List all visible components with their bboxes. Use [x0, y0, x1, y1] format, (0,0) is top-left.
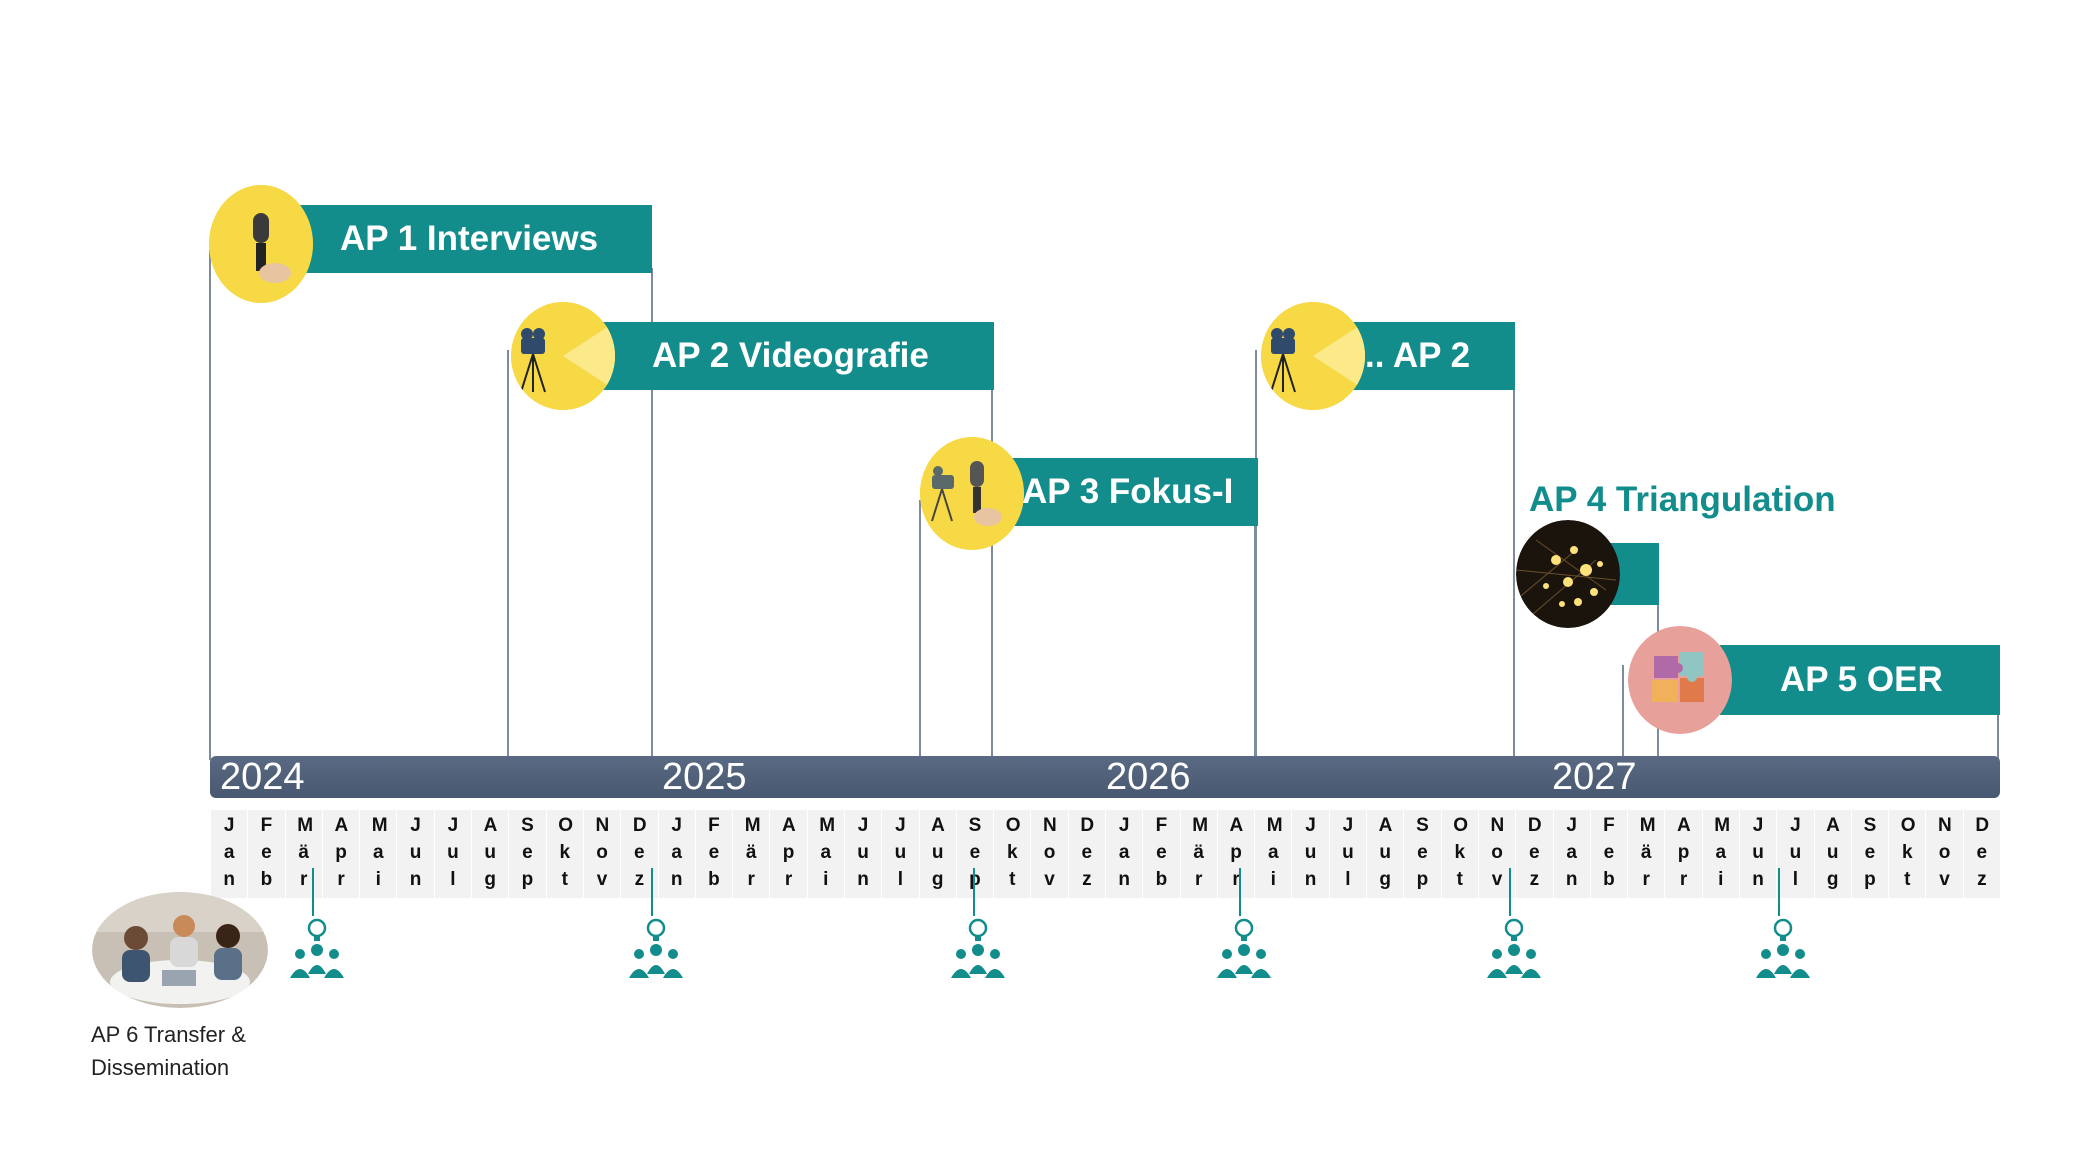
milestone-connector [312, 868, 314, 916]
guide-line [651, 268, 653, 760]
month-cell: Jan [210, 810, 248, 898]
ap6-label: AP 6 Transfer & Dissemination [91, 1018, 246, 1084]
year-label: 2026 [1106, 756, 1191, 798]
guide-line [507, 350, 509, 760]
month-cell: Mai [1254, 810, 1292, 898]
people-idea-icon [1485, 918, 1543, 989]
milestone-connector [1239, 868, 1241, 916]
ap5-label: AP 5 OER [1780, 660, 1943, 699]
milestone-connector [651, 868, 653, 916]
team-meeting-photo [92, 892, 268, 1008]
month-cell: Nov [1030, 810, 1068, 898]
video-camera-icon [511, 302, 615, 410]
ap1-bar: AP 1 Interviews [300, 205, 652, 273]
month-cell: Nov [1477, 810, 1516, 898]
ap1-label: AP 1 Interviews [340, 219, 599, 258]
month-cell: Mär [1179, 810, 1217, 898]
ap4-label: AP 4 Triangulation [1529, 480, 1836, 519]
month-cell: Dez [1962, 810, 2000, 898]
people-idea-icon [949, 918, 1007, 989]
year-timeline-bar: 2024 2025 2026 2027 [210, 756, 2000, 798]
month-cell: Mai [806, 810, 844, 898]
month-cell: Jul [1776, 810, 1814, 898]
month-cell: Sep [508, 810, 546, 898]
guide-line [1254, 522, 1256, 760]
month-cell: Jun [1291, 810, 1329, 898]
ap3-bar: AP 3 Fokus-I [1000, 458, 1258, 526]
fiber-lights-icon [1516, 520, 1620, 628]
month-cell: Mai [1701, 810, 1739, 898]
microphone-icon [209, 185, 313, 303]
month-cell: Aug [471, 810, 509, 898]
guide-line [1997, 715, 1999, 760]
ap6-label-line2: Dissemination [91, 1055, 230, 1080]
month-cell: Aug [1813, 810, 1851, 898]
camera-microphone-icon [920, 437, 1024, 550]
month-cell: Mär [732, 810, 770, 898]
month-cell: Sep [1403, 810, 1441, 898]
guide-line [991, 388, 993, 760]
month-cell: Apr [1216, 810, 1255, 898]
month-cell: Sep [1850, 810, 1889, 898]
ap3-label: AP 3 Fokus-I [1022, 472, 1234, 511]
puzzle-icon [1628, 626, 1732, 734]
ap5-bar: AP 5 OER [1720, 645, 2000, 715]
year-label: 2024 [220, 756, 305, 798]
month-cell: Jun [1738, 810, 1777, 898]
month-cell: Feb [247, 810, 285, 898]
month-cell: Dez [1515, 810, 1553, 898]
month-cell: Feb [694, 810, 733, 898]
people-idea-icon [1754, 918, 1812, 989]
month-cell: Jul [1328, 810, 1367, 898]
month-cell: Aug [1366, 810, 1404, 898]
month-cell: Jun [843, 810, 882, 898]
guide-line [919, 500, 921, 760]
month-cell: Jan [1552, 810, 1590, 898]
month-cell: Dez [1067, 810, 1105, 898]
milestone-connector [1778, 868, 1780, 916]
month-cell: Jul [881, 810, 919, 898]
month-cell: Nov [1925, 810, 1963, 898]
month-cell: Jul [433, 810, 472, 898]
milestone-connector [1509, 868, 1511, 916]
ap2-bar: AP 2 Videografie [600, 322, 994, 390]
month-cell: Jan [1105, 810, 1143, 898]
people-idea-icon [288, 918, 346, 989]
people-idea-icon [1215, 918, 1273, 989]
month-cell: Apr [1664, 810, 1702, 898]
year-label: 2027 [1552, 756, 1637, 798]
month-cell: Jun [396, 810, 434, 898]
month-cell: Mai [359, 810, 397, 898]
guide-line [209, 250, 211, 760]
month-cell: Aug [918, 810, 956, 898]
guide-line [1622, 665, 1624, 760]
ap2b-label: .. AP 2 [1365, 336, 1471, 375]
month-cell: Okt [993, 810, 1031, 898]
month-cell: Okt [1888, 810, 1926, 898]
milestone-connector [973, 868, 975, 916]
month-cell: Sep [955, 810, 994, 898]
month-cell: Feb [1142, 810, 1180, 898]
video-camera-icon [1261, 302, 1365, 410]
ap2-label: AP 2 Videografie [652, 336, 929, 375]
month-cell: Apr [769, 810, 807, 898]
month-cell: Okt [545, 810, 583, 898]
month-cell: Mär [1627, 810, 1665, 898]
guide-line [1255, 350, 1257, 760]
ap2b-bar: .. AP 2 [1345, 322, 1515, 390]
guide-line [1513, 388, 1515, 760]
month-cell: Nov [582, 810, 621, 898]
year-label: 2025 [662, 756, 747, 798]
month-cell: Okt [1440, 810, 1478, 898]
month-cell: Mär [284, 810, 322, 898]
month-cell: Apr [321, 810, 360, 898]
people-idea-icon [627, 918, 685, 989]
month-cell: Jan [657, 810, 695, 898]
ap6-label-line1: AP 6 Transfer & [91, 1022, 246, 1047]
month-cell: Feb [1589, 810, 1628, 898]
